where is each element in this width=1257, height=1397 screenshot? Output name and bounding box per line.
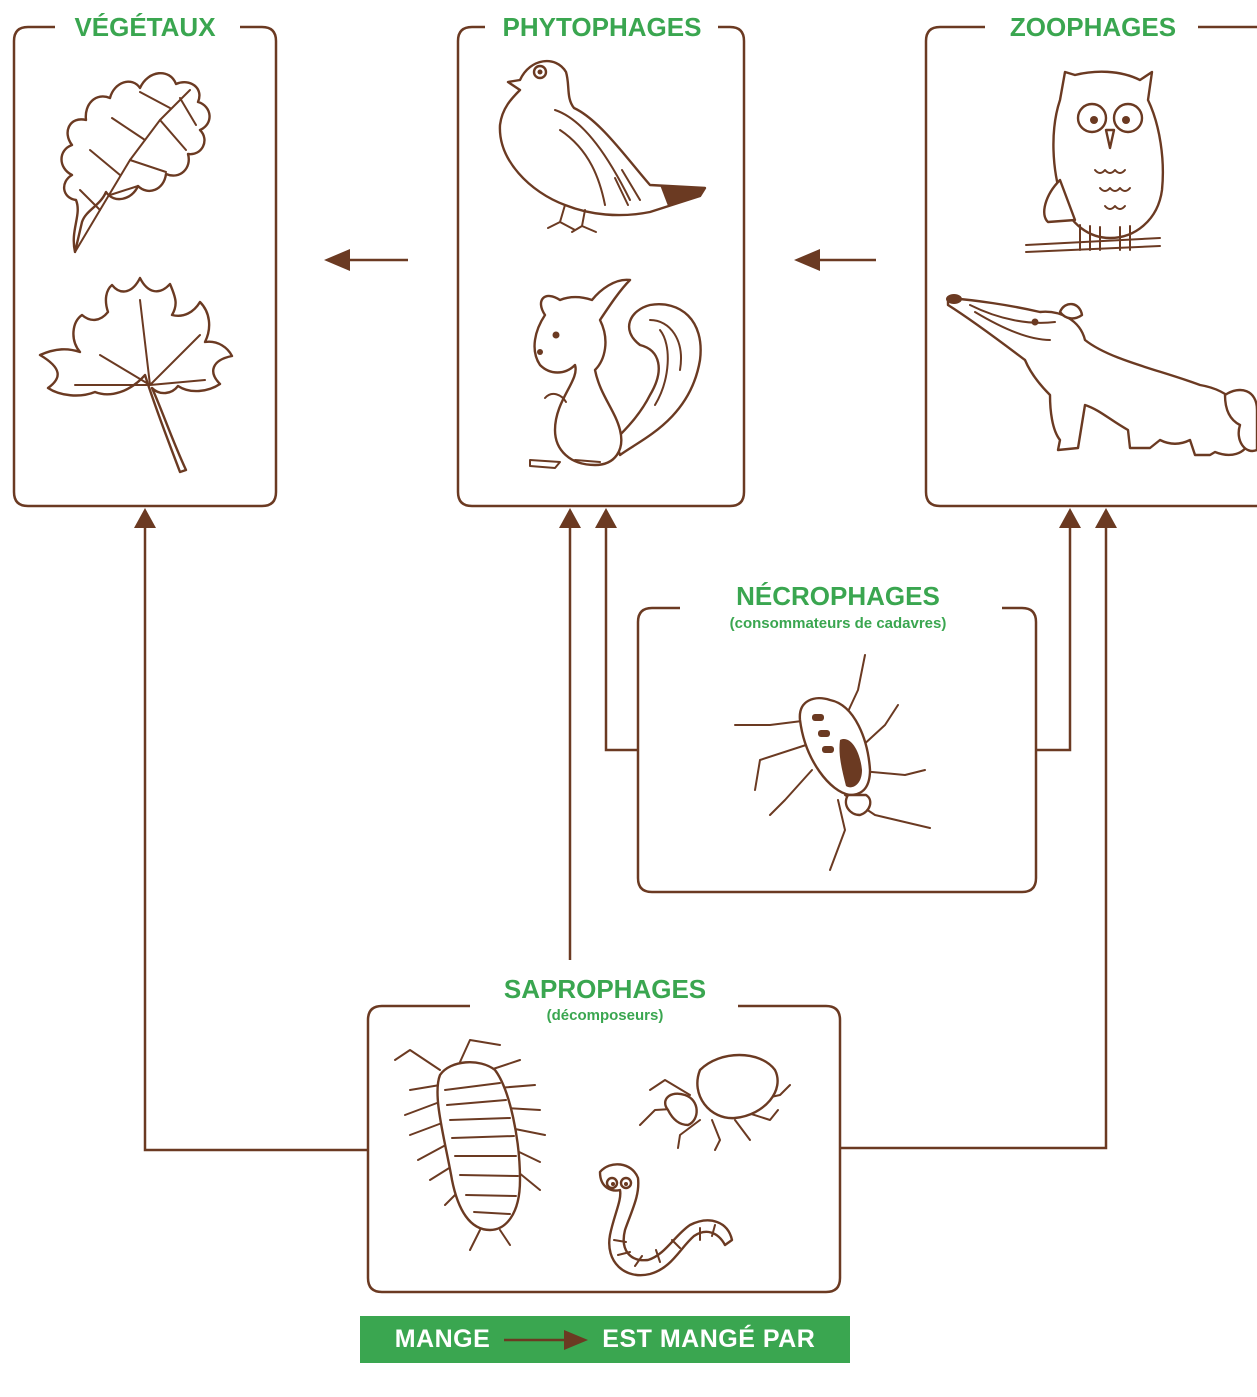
legend-arrow-icon	[504, 1330, 588, 1350]
badger-icon	[946, 294, 1257, 455]
node-zoophages-title: ZOOPHAGES	[1010, 12, 1176, 42]
arrow-zoophages-to-phytophages	[794, 249, 876, 271]
owl-icon	[1026, 72, 1163, 252]
node-phytophages-title: PHYTOPHAGES	[503, 12, 702, 42]
arrow-necrophages-to-zoophages	[1036, 508, 1081, 750]
squirrel-icon	[530, 280, 701, 468]
arrow-saprophages-to-phytophages	[559, 508, 581, 960]
oak-leaf-icon	[62, 73, 210, 252]
pigeon-icon	[500, 61, 705, 232]
legend-left-label: MANGE	[395, 1325, 491, 1354]
node-saprophages: SAPROPHAGES (décomposeurs)	[368, 974, 840, 1292]
worm-icon	[600, 1164, 732, 1275]
node-saprophages-subtitle: (décomposeurs)	[547, 1007, 664, 1024]
arrow-phytophages-to-vegetaux	[324, 249, 408, 271]
beetle-icon	[735, 655, 930, 870]
arrow-saprophages-to-vegetaux	[134, 508, 368, 1150]
arrow-necrophages-to-phytophages	[595, 508, 638, 750]
node-necrophages-title: NÉCROPHAGES	[736, 581, 940, 611]
node-saprophages-title: SAPROPHAGES	[504, 974, 706, 1004]
node-vegetaux: VÉGÉTAUX	[14, 12, 276, 506]
legend-right-label: EST MANGÉ PAR	[602, 1325, 815, 1354]
woodlouse-icon	[395, 1040, 545, 1250]
node-zoophages: ZOOPHAGES	[926, 12, 1257, 506]
maple-leaf-icon	[40, 278, 232, 472]
node-necrophages-subtitle: (consommateurs de cadavres)	[730, 615, 947, 632]
mite-icon	[640, 1055, 790, 1150]
legend: MANGE EST MANGÉ PAR	[360, 1316, 850, 1363]
node-phytophages: PHYTOPHAGES	[458, 12, 744, 506]
node-necrophages: NÉCROPHAGES (consommateurs de cadavres)	[638, 581, 1036, 892]
node-vegetaux-title: VÉGÉTAUX	[74, 12, 216, 42]
